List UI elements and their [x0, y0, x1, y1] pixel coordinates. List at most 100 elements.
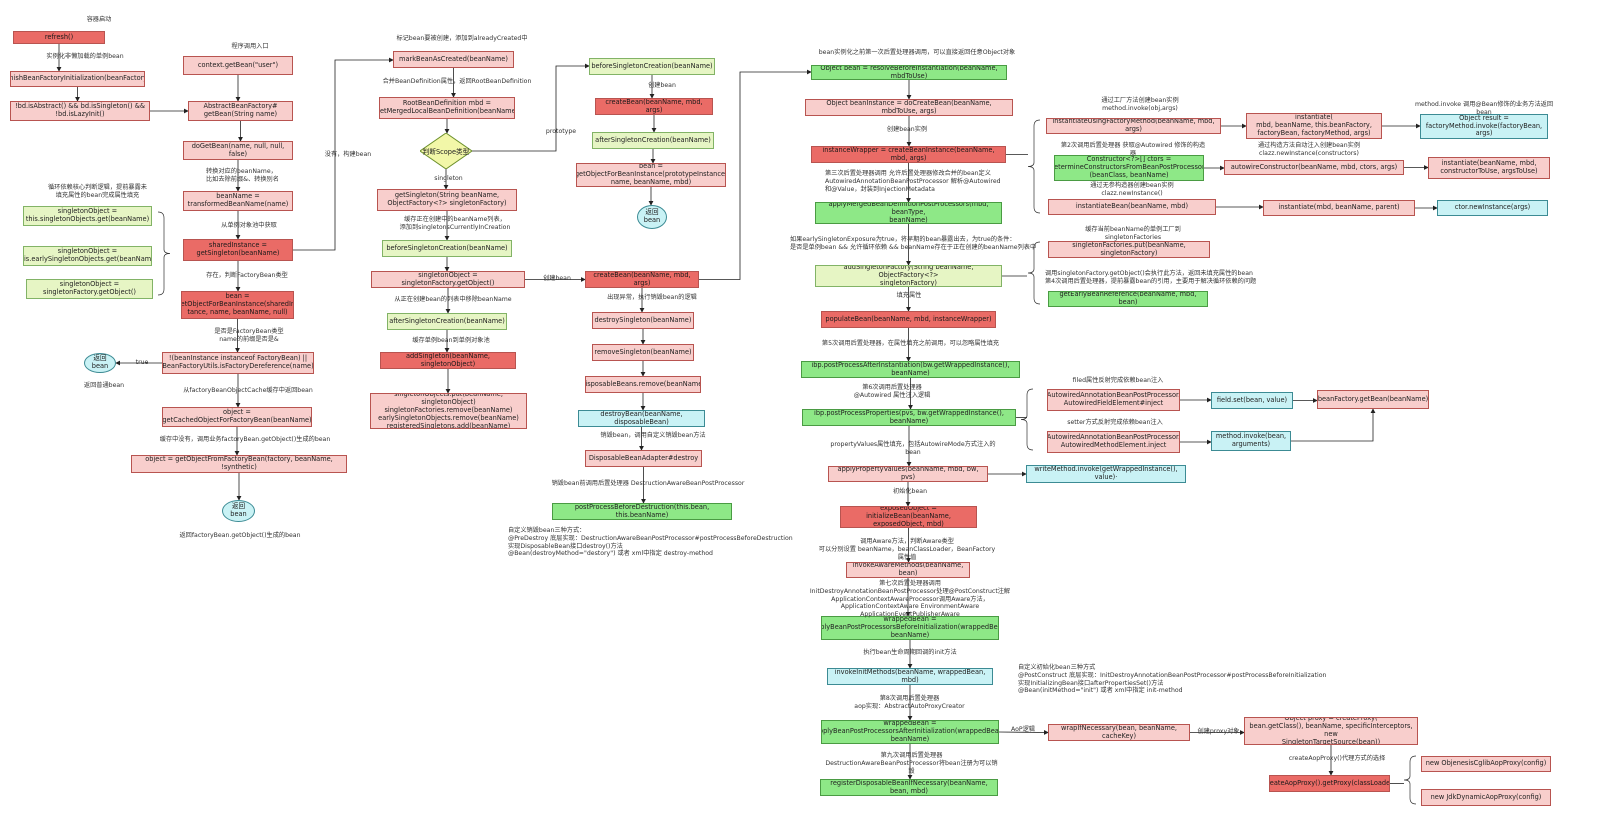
annotation-l_addCreation: 缓存正在创建中的beanName列表， 添加到singletonsCurrent… [399, 216, 511, 231]
annotation-l_seventhPP: 第七次后置处理器调用 InitDestroyAnnotationBeanPost… [809, 580, 1011, 618]
annotation-l_methodInvoke: method.invoke 调用@Bean修饰的业务方法返回bean [1414, 101, 1554, 116]
node-ctorNewInstance: ctor.newInstance(args) [1437, 200, 1548, 216]
node-instantiate2: instantiate(beanName, mbd, constructorTo… [1428, 157, 1550, 179]
node-sharedInst: sharedInstance = getSingleton(beanName) [183, 239, 293, 261]
annotation-l_cacheSingleton: 缓存单例bean到单例对象池 [412, 337, 490, 344]
node-putMaps: singletonObjects.put(beanName, singleton… [370, 393, 527, 429]
annotation-l_inst_single: 实例化非懒加载的单例bean [46, 53, 124, 60]
node-refresh: refresh() [13, 31, 105, 44]
node-removeSingleton: removeSingleton(beanName) [592, 344, 694, 361]
node-ctxGetBean: context.getBean("user") [183, 56, 293, 75]
node-destroySingleton: destroySingleton(beanName) [592, 312, 694, 329]
annotation-l_thirdPP: 第三次后置处理器调用 允许后置处理器修改合并的bean定义 AutowiredA… [825, 170, 1001, 193]
brace-postProcessProperties [1020, 388, 1034, 451]
node-instantiate3: instantiate(mbd, beanName, parent) [1263, 200, 1415, 216]
node-exposedObj: exposedObject = initializeBean(beanName,… [840, 506, 977, 528]
annotation-l_destroy: 销毁bean，调用自定义销毁bean方法 [600, 432, 706, 439]
node-factoryInvoke: Object result = factoryMethod.invoke(fac… [1420, 114, 1548, 139]
node-applyPV: applyPropertyValues(beanName, mbd, bw, p… [828, 466, 988, 482]
node-autowireCtor: autowireConstructor(beanName, mbd, ctors… [1224, 160, 1404, 175]
node-isAbstract: !bd.isAbstract() && bd.isSingleton() && … [10, 101, 150, 121]
annotation-l_proxyChoice: createAopProxy()代理方式的选择 [1288, 755, 1386, 762]
annotation-l_singleton: singleton [434, 175, 463, 182]
node-fieldSet: field.set(bean, value) [1211, 392, 1293, 409]
annotation-l_noCache: 缓存中没有，调用业务factoryBean.getObject()生成的bean [159, 436, 331, 443]
annotation-l_destroyWays: 自定义销毁bean三种方式： @PreDestroy 底层实现：Destruct… [508, 527, 793, 558]
annotation-l_none: 没有，构建bean [324, 151, 372, 158]
node-populateBean: populateBean(beanName, mbd, instanceWrap… [821, 311, 996, 328]
annotation-l_isFB: 是否是FactoryBean类型 name的前缀是否是& [214, 328, 284, 343]
node-doCreateBean: Object beanInstance = doCreateBean(beanN… [805, 99, 1013, 116]
annotation-l_fromCache: 从factoryBeanObjectCache缓存中返回bean [183, 387, 313, 394]
node-createBeanS: createBean(beanName, mbd, args) [585, 271, 699, 288]
annotation-l_retNormal: 返回普通bean [83, 382, 125, 389]
node-afElementInject: AutowiredAnnotationBeanPostProcessor. Au… [1047, 389, 1180, 411]
node-writeMethod: writeMethod.invoke(getWrappedInstance(),… [1026, 465, 1186, 483]
node-instUsingFM: instantiateUsingFactoryMethod(beanName, … [1046, 118, 1221, 134]
node-beforeSC1: beforeSingletonCreation(beanName) [382, 240, 512, 257]
node-addSF: addSingletonFactory(String beanName, Obj… [815, 265, 1002, 287]
node-beforeSC2: beforeSingletonCreation(beanName) [589, 58, 715, 75]
node-notFactory: !(beanInstance instanceof FactoryBean) |… [162, 352, 314, 374]
annotation-l_retFB: 返回factoryBean.getObject()生成的bean [179, 532, 301, 539]
decision-label: 判断Scope类型 [422, 148, 470, 156]
annotation-l_initMethod: 执行bean生命周期回调的init方法 [863, 649, 957, 656]
annotation-l_createProxyArrow: 创建proxy对象 [1197, 728, 1240, 735]
terminal-retBean3: 返回 bean [637, 205, 667, 229]
annotation-l_mark: 标记bean要被创建，添加到alreadyCreated中 [396, 35, 528, 42]
annotation-l_fifthPP: 第5次调用后置处理器，在属性填充之前调用，可以忽略属性填充 [821, 340, 1000, 347]
annotation-l_createBeanArrow: 创建bean [543, 275, 571, 282]
node-instWrapper: instanceWrapper = createBeanInstance(bea… [811, 146, 1006, 163]
node-createBeanP: createBean(beanName, mbd, args) [595, 98, 713, 115]
node-sObj2: singletonObject = this.earlySingletonObj… [23, 246, 152, 266]
decision-diamond [420, 133, 472, 169]
annotation-l_firstPP: bean实例化之前第一次后置处理器调用，可以直接返回任意Object对象 [818, 49, 1016, 56]
node-getObjForBI: bean = getObjectForBeanInstance(sharedIn… [181, 291, 294, 319]
node-objFromFB: object = getObjectFromFactoryBean(factor… [131, 455, 347, 473]
node-ppBeforeDestruction: postProcessBeforeDestruction(this.bean, … [552, 503, 732, 520]
annotation-l_ninthPP: 第九次调用后置处理器 DestructionAwareBeanPostProce… [825, 752, 998, 775]
annotation-l_early: 如果earlySingletonExposure为true，将早期的bean暴露… [790, 236, 1037, 251]
annotation-l_createProto: 创建bean [648, 82, 676, 89]
annotation-l_entry: 程序调用入口 [231, 43, 269, 50]
node-dbaDestroy: DisposableBeanAdapter#destroy [585, 450, 702, 467]
annotation-l_aop: AoP逻辑 [1010, 726, 1035, 733]
node-getSingletonFn: getSingleton(String beanName, ObjectFact… [377, 189, 517, 211]
annotation-l_setterInject: setter方式反射完成依赖bean注入 [1067, 419, 1163, 426]
node-createProxy: Object proxy = createProxy( bean.getClas… [1244, 717, 1418, 745]
annotation-l_initBean: 初始化bean [892, 488, 927, 495]
annotation-l_instance: 创建bean实例 [886, 126, 928, 133]
node-ppProps: ibp.postProcessProperties(pvs, bw.getWra… [802, 409, 1016, 426]
annotation-l_destroyPP: 销毁bean前调用后置处理器 DestructionAwareBeanPostP… [551, 480, 745, 487]
node-beanNameT: beanName = transformedBeanName(name) [183, 191, 293, 211]
node-wrappedAfter: wrappedBean = applyBeanPostProcessorsAft… [821, 720, 999, 744]
node-getObjProto: bean = getObjectForBeanInstance(prototyp… [576, 163, 726, 187]
annotation-l_eighthPP: 第8次调用后置处理器 aop实现：AbstractAutoProxyCreato… [854, 695, 965, 710]
annotation-l_aware: 调用Aware方法，判断Aware类型 可以分别设置 beanName，bean… [818, 538, 996, 561]
annotation-l_sfGetObject: 调用singletonFactory.getObject()会执行此方法，返回未… [1045, 270, 1257, 285]
annotation-l_cache: 从单例对象池中获取 [221, 222, 277, 229]
annotation-l_removeCreation: 从正在创建bean的列表中移除beanName [394, 296, 512, 303]
node-abfGetBean: AbstractBeanFactory# getBean(String name… [188, 101, 293, 121]
brace-proxy-choice [1403, 755, 1417, 805]
node-bfGetBean: beanFactory.getBean(beanName) [1317, 390, 1429, 409]
node-createAopProxy: createAopProxy().getProxy(classLoader) [1269, 775, 1390, 792]
node-rootBD: RootBeanDefinition mbd = getMergedLocalB… [379, 97, 515, 119]
terminal-retBean1: 返回 bean [84, 353, 116, 373]
node-destroyBean: destroyBean(beanName, disposableBean) [578, 410, 705, 427]
node-afterSC2: afterSingletonCreation(beanName) [592, 132, 714, 149]
node-ctorDetermine: Constructor<?>[] ctors = determineConstr… [1054, 155, 1204, 181]
annotation-l_merge: 合并BeanDefinition属性，返回RootBeanDefinition [382, 78, 532, 85]
node-instantiate1: instantiate( mbd, beanName, this.beanFac… [1246, 113, 1382, 139]
annotation-l_prototype: prototype [545, 128, 577, 135]
node-sObjFactory: singletonObject = singletonFactory.getOb… [371, 271, 525, 288]
annotation-l_convert: 转换对应的beanName， 比如去除前缀&、转换别名 [206, 168, 279, 183]
node-addSingleton: addSingleton(beanName, singletonObject) [380, 352, 516, 369]
annotation-l_sfCache: 缓存当前beanName的单例工厂到singletonFactories [1085, 226, 1181, 241]
annotation-l_initWays: 自定义初始化bean三种方式 @PostConstruct 底层实现：InitD… [1018, 664, 1327, 695]
node-disposableRemove: disposableBeans.remove(beanName) [585, 376, 701, 393]
annotation-l_fill: 填充属性 [896, 292, 922, 299]
brace-createBeanInstance [1027, 119, 1041, 214]
node-applyMBD: applyMergedBeanDefinitionPostProcessors(… [815, 202, 1002, 224]
annotation-l_noArgCtor: 通过无参构造器创建bean实例 clazz.newInstance() [1090, 182, 1174, 197]
